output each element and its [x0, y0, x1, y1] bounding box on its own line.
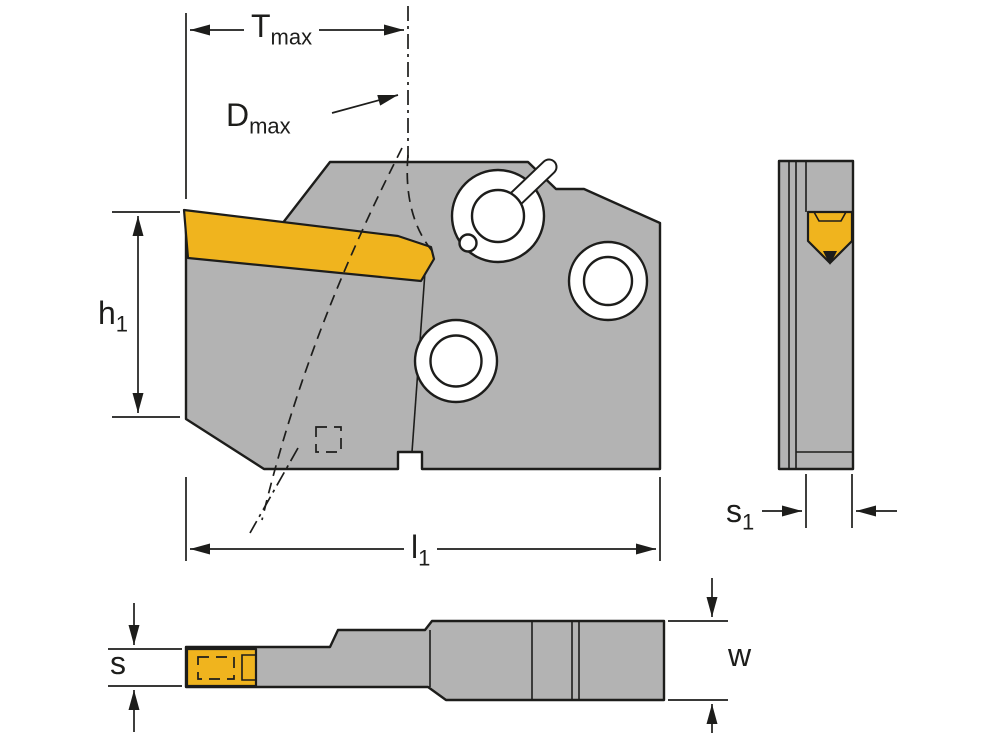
dim-s-base: s [110, 645, 126, 681]
insert-clamp-notch [813, 211, 847, 222]
dim-s1-sub: 1 [742, 509, 755, 535]
mount-hole-right-inner [582, 255, 634, 307]
dim-h1-base: h [98, 295, 116, 331]
dmax-leader [331, 94, 399, 114]
hidden-feature-outline [315, 426, 342, 453]
dmax-arc [261, 147, 403, 521]
cutting-insert-top [185, 647, 258, 688]
dim-label-s: s [110, 645, 126, 687]
mount-hole-lower-inner [429, 334, 483, 388]
cutting-insert-front [182, 208, 436, 283]
dim-s1-base: s [726, 493, 742, 529]
cutting-insert-side [806, 210, 854, 265]
dim-tmax-base: T [251, 8, 271, 44]
main-view [112, 6, 662, 561]
bottom-view [108, 578, 728, 733]
side-view [762, 159, 897, 528]
insert-seat-line [241, 654, 256, 681]
dim-dmax-base: D [226, 97, 250, 133]
dim-tmax-sub: max [270, 24, 313, 50]
dim-h1-sub: 1 [115, 311, 129, 337]
insert-tip-mark [823, 251, 837, 265]
dim-w-base: w [728, 637, 752, 673]
dim-label-w: w [728, 637, 752, 679]
dim-l1-base: l [411, 529, 419, 565]
pin-hole-small [458, 233, 478, 253]
dim-dmax-sub: max [249, 113, 291, 139]
holder-body-top [184, 619, 666, 702]
lever-hole-inner [470, 188, 526, 244]
dim-label-s1: s1 [726, 493, 755, 535]
dim-label-tmax: Tmax [244, 8, 320, 50]
dim-label-h1: h1 [98, 295, 129, 337]
holder-body-side [777, 159, 855, 471]
cutting-circle-arc [406, 154, 434, 253]
dim-label-l1: l1 [404, 529, 438, 571]
insert-hidden-outline [197, 656, 235, 680]
centerline-bottom [249, 447, 299, 534]
dim-l1-sub: 1 [418, 545, 431, 571]
dim-label-dmax: Dmax [226, 97, 291, 139]
